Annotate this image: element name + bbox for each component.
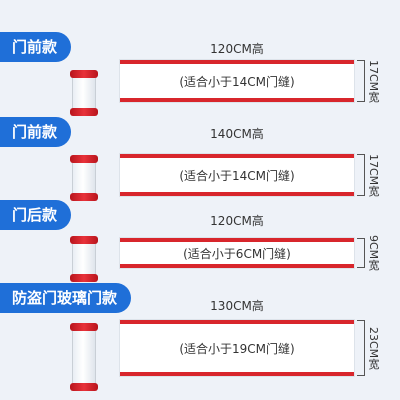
width-label: 9CM宽 bbox=[367, 235, 380, 271]
product-title: 防盗门玻璃门款 bbox=[0, 283, 132, 313]
tape-roll-icon bbox=[66, 155, 102, 201]
tape-roll-icon bbox=[66, 323, 102, 391]
product-row-1: 门前款 120CM高 (适合小于14CM门缝) 17CM宽 bbox=[0, 32, 400, 128]
width-bracket bbox=[357, 154, 365, 196]
height-label: 120CM高 bbox=[210, 42, 264, 56]
gap-caption: (适合小于14CM门缝) bbox=[179, 74, 295, 89]
strip-diagram: (适合小于14CM门缝) bbox=[120, 154, 354, 196]
height-label: 140CM高 bbox=[210, 127, 264, 141]
gap-caption: (适合小于14CM门缝) bbox=[179, 168, 295, 183]
strip-diagram: (适合小于14CM门缝) bbox=[120, 60, 354, 102]
product-title: 门后款 bbox=[0, 200, 72, 230]
product-row-2: 门前款 140CM高 (适合小于14CM门缝) 17CM宽 bbox=[0, 117, 400, 213]
tape-roll-icon bbox=[66, 236, 102, 282]
product-title: 门前款 bbox=[0, 32, 72, 62]
gap-caption: (适合小于19CM门缝) bbox=[179, 341, 295, 356]
width-bracket bbox=[357, 238, 365, 268]
width-label: 17CM宽 bbox=[367, 153, 380, 197]
product-row-3: 门后款 120CM高 (适合小于6CM门缝) 9CM宽 bbox=[0, 200, 400, 296]
height-label: 130CM高 bbox=[210, 299, 264, 313]
strip-diagram: (适合小于6CM门缝) bbox=[120, 238, 354, 268]
product-row-4: 防盗门玻璃门款 130CM高 (适合小于19CM门缝) 23CM宽 bbox=[0, 283, 400, 400]
tape-roll-icon bbox=[66, 70, 102, 116]
strip-diagram: (适合小于19CM门缝) bbox=[120, 320, 354, 376]
gap-caption: (适合小于6CM门缝) bbox=[183, 246, 291, 261]
width-bracket bbox=[357, 60, 365, 102]
product-title: 门前款 bbox=[0, 117, 72, 147]
width-label: 23CM宽 bbox=[367, 326, 380, 370]
width-label: 17CM宽 bbox=[367, 59, 380, 103]
width-bracket bbox=[357, 320, 365, 376]
height-label: 120CM高 bbox=[210, 214, 264, 228]
